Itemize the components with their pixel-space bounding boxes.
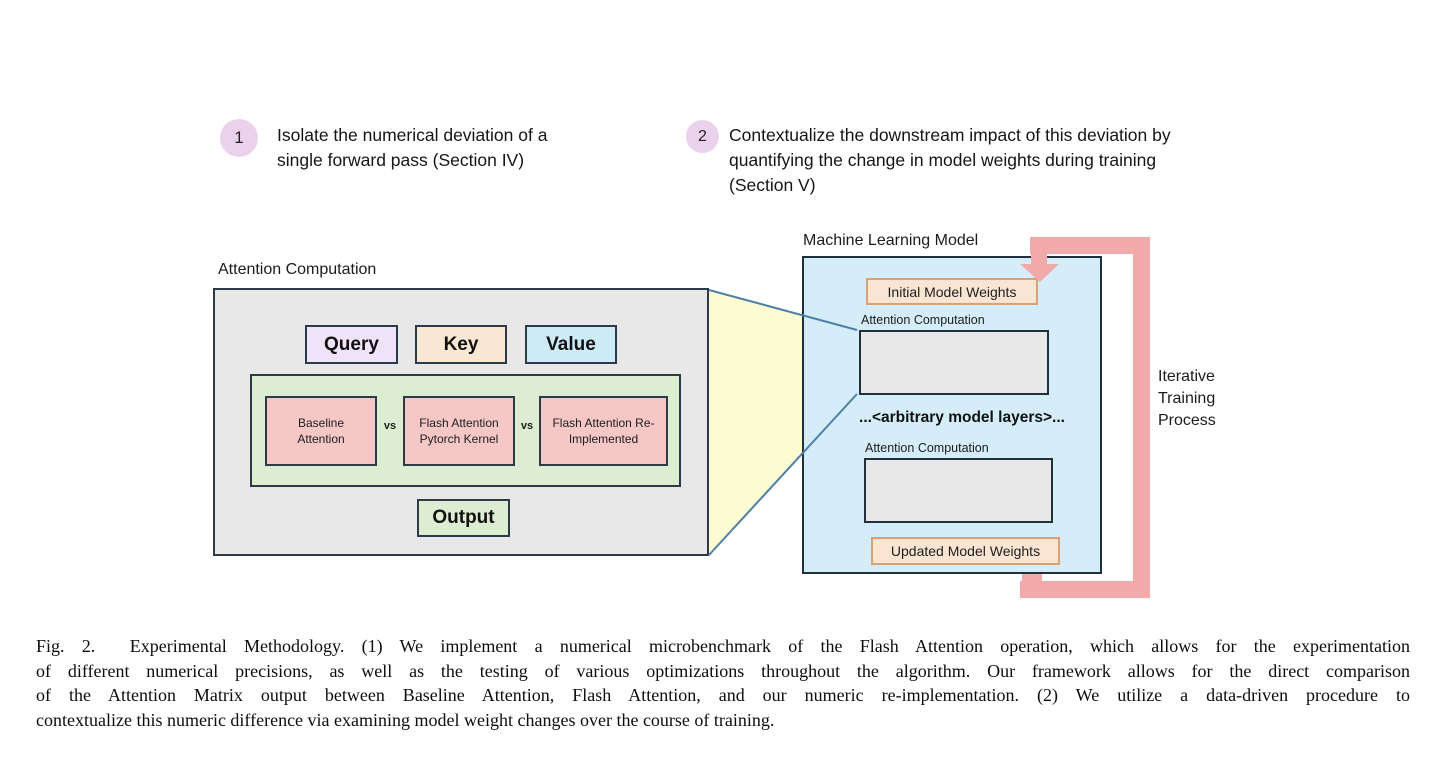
- flash-attention-pytorch-box: Flash Attention Pytorch Kernel: [403, 396, 515, 466]
- comparison-panel: Baseline Attention vs Flash Attention Py…: [250, 374, 681, 487]
- vs-label-2: vs: [520, 420, 534, 432]
- baseline-attention-box: Baseline Attention: [265, 396, 377, 466]
- key-box: Key: [415, 325, 507, 364]
- caption-line: Fig. 2. Experimental Methodology. (1) We…: [36, 636, 1410, 656]
- step-1-badge: 1: [220, 119, 258, 157]
- iterative-training-label: Iterative Training Process: [1158, 368, 1216, 429]
- caption-line: contextualize this numeric difference vi…: [36, 709, 775, 730]
- attention-panel-title: Attention Computation: [218, 261, 377, 278]
- step-2-text: Contextualize the downstream impact of t…: [729, 125, 1171, 195]
- attention-computation-block-2: [864, 458, 1053, 523]
- attention-computation-block-1: [859, 330, 1049, 395]
- caption-line: of the Attention Matrix output between B…: [36, 685, 1410, 706]
- step-2-badge: 2: [686, 120, 719, 153]
- figure-caption: Fig. 2. Experimental Methodology. (1) We…: [36, 634, 1410, 732]
- ml-model-panel-title: Machine Learning Model: [803, 232, 979, 249]
- flash-attention-reimplemented-box: Flash Attention Re-Implemented: [539, 396, 668, 466]
- initial-model-weights-box: Initial Model Weights: [866, 278, 1038, 305]
- vs-label-1: vs: [383, 420, 397, 432]
- attention-computation-label-1: Attention Computation: [861, 313, 985, 327]
- query-box: Query: [305, 325, 398, 364]
- attention-panel: Query Key Value Baseline Attention vs Fl…: [213, 288, 709, 556]
- attention-computation-label-2: Attention Computation: [865, 441, 989, 455]
- step-1-text: Isolate the numerical deviation of a sin…: [277, 125, 548, 170]
- value-box: Value: [525, 325, 617, 364]
- ml-model-panel: Initial Model Weights Attention Computat…: [802, 256, 1102, 574]
- output-box: Output: [417, 499, 510, 537]
- arbitrary-layers-label: ...<arbitrary model layers>...: [859, 409, 1065, 426]
- updated-model-weights-box: Updated Model Weights: [871, 537, 1060, 565]
- caption-line: of different numerical precisions, as we…: [36, 660, 1410, 681]
